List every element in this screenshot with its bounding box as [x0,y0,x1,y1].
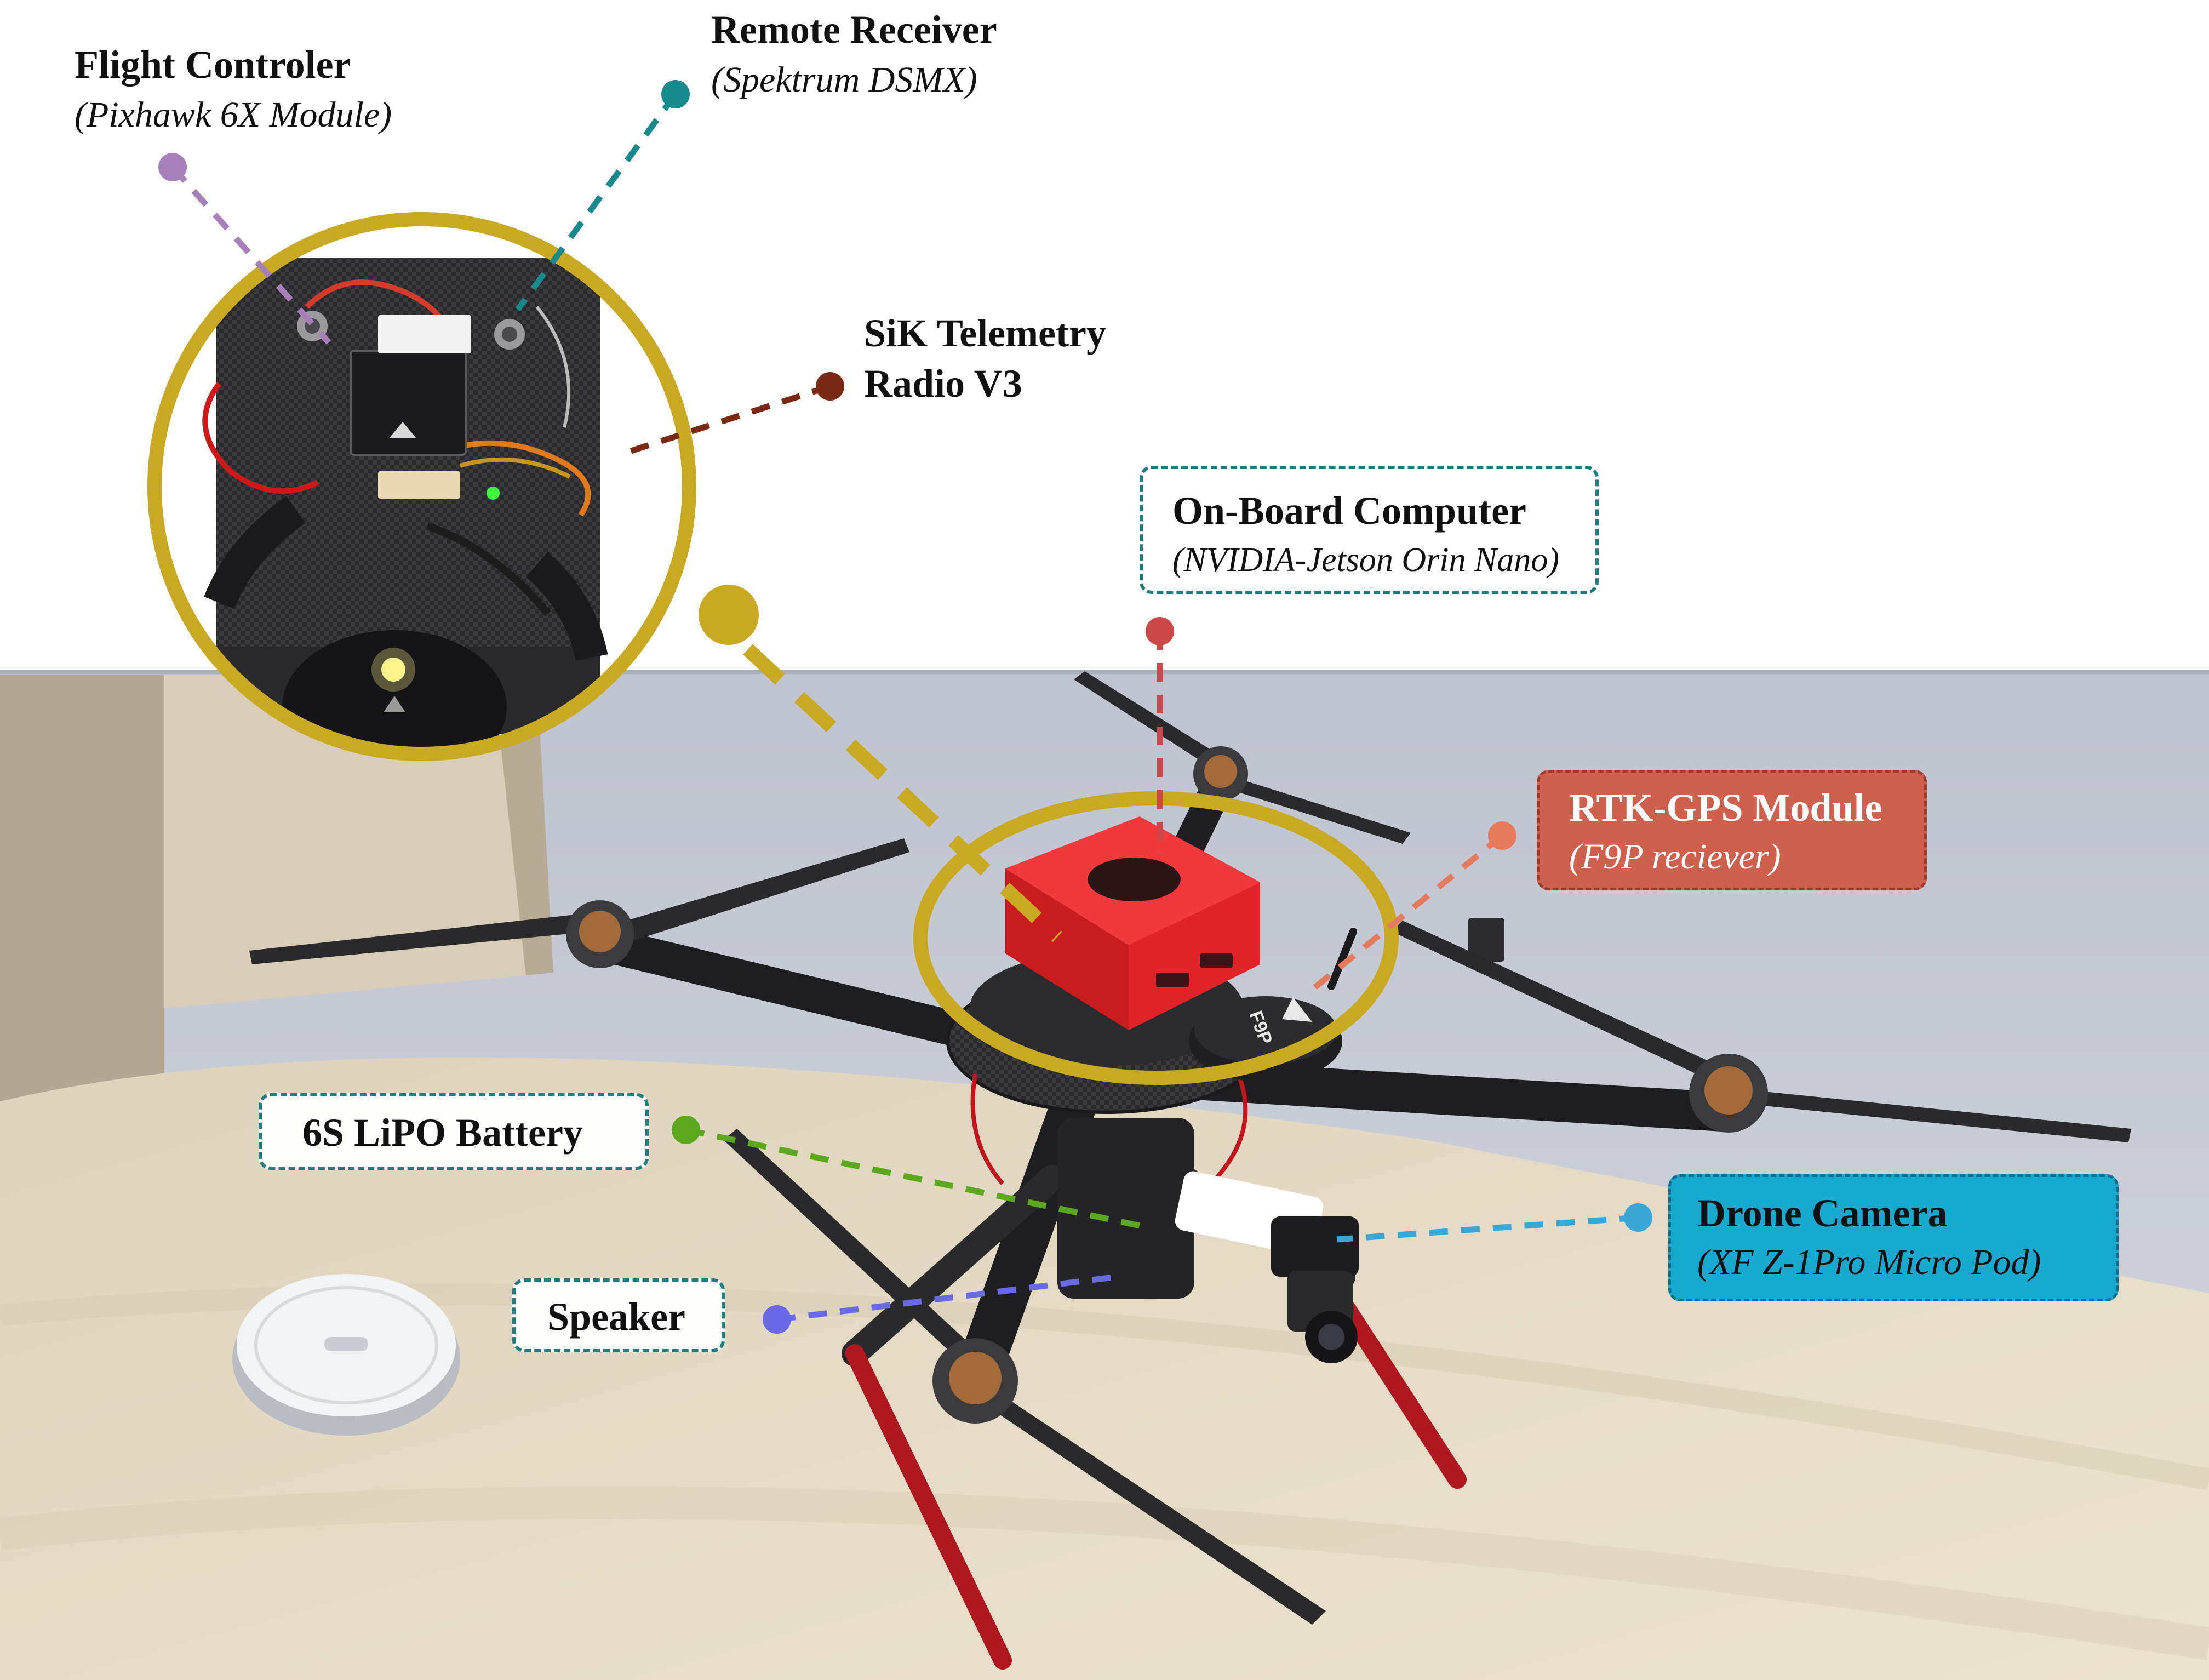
flight-controller-title: Flight Controler [75,43,351,87]
remote-receiver-leader [515,92,678,312]
speaker-puck [232,1274,460,1436]
flight-controller-subtitle: (Pixhawk 6X Module) [75,95,392,135]
remote-receiver-dot [661,80,690,108]
speaker-dot [763,1305,791,1334]
telemetry-radio-label: SiK Telemetry Radio V3 [864,308,1106,409]
remote-receiver-label: Remote Receiver (Spektrum DSMX) [711,4,997,105]
onboard-computer-subtitle: (NVIDIA-Jetson Orin Nano) [1172,541,1559,579]
rtk-gps-subtitle: (F9P reciever) [1569,837,1781,877]
telemetry-radio-title-line2: Radio V3 [864,362,1022,405]
table [0,1057,2209,1680]
wall-outlet [1468,918,1504,962]
onboard-computer-title: On-Board Computer [1172,489,1526,533]
onboard-computer-dot [1146,617,1174,645]
flight-controller-dot [158,153,187,181]
battery-dot [672,1116,700,1144]
zoom-connector-dot [699,585,759,645]
battery-title: 6S LiPO Battery [302,1111,583,1155]
remote-receiver-subtitle: (Spektrum DSMX) [711,60,977,100]
drone-camera-box: Drone Camera (XF Z-1Pro Micro Pod) [1668,1174,2119,1301]
rtk-gps-box: RTK-GPS Module (F9P reciever) [1537,770,1927,890]
rtk-gps-title: RTK-GPS Module [1569,786,1882,830]
flight-controller-leader [170,165,331,345]
remote-receiver-title: Remote Receiver [711,8,997,52]
flight-controller-label: Flight Controler (Pixhawk 6X Module) [75,39,392,140]
rtk-gps-leader [1307,833,1504,995]
telemetry-radio-title-line1: SiK Telemetry [864,311,1106,355]
zoom-inset [147,212,696,761]
pixhawk-module [350,350,467,456]
rtk-gps-dot [1488,821,1516,850]
drone-camera-subtitle: (XF Z-1Pro Micro Pod) [1697,1242,2041,1282]
zoom-connector-line [743,644,1062,942]
drone-camera-title: Drone Camera [1697,1191,1948,1235]
battery-leader [685,1127,1149,1231]
drone-camera-leader [1336,1214,1639,1243]
callout-leaders [158,80,1652,1334]
wall-panel [0,675,164,1184]
onboard-computer-box: On-Board Computer (NVIDIA-Jetson Orin Na… [1140,466,1599,594]
zoom-ring [147,212,696,761]
speaker-box: Speaker [512,1278,725,1352]
telemetry-radio-leader [618,383,831,458]
drone-camera-dot [1624,1203,1652,1232]
drone-center-ring [913,791,1399,1085]
telemetry-radio-dot [816,372,844,401]
battery-box: 6S LiPO Battery [259,1093,649,1170]
speaker-title: Speaker [547,1295,685,1339]
speaker-leader [776,1273,1118,1323]
